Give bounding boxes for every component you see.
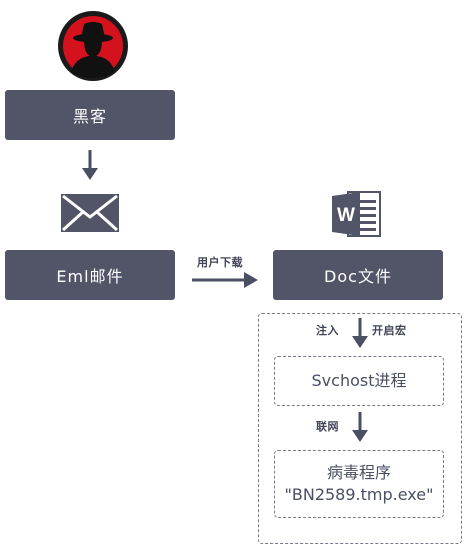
infection-container [258,313,462,544]
hacker-label: 黑客 [72,107,107,126]
doc-label: Doc文件 [324,267,392,286]
virus-node: 病毒程序 "BN2589.tmp.exe" [274,450,444,518]
eml-label: Eml邮件 [56,267,124,286]
connect-label: 联网 [316,420,339,433]
arrow-hacker-to-eml [80,150,100,182]
svg-text:W: W [337,205,355,226]
arrow-doc-to-svchost [350,318,370,350]
virus-label-line1: 病毒程序 [326,463,391,482]
eml-node: Eml邮件 [5,250,175,300]
svchost-label: Svchost进程 [311,371,407,390]
hacker-avatar-icon [57,10,129,82]
user-download-label: 用户下载 [197,256,243,269]
envelope-icon [60,193,120,233]
arrow-eml-to-doc [192,270,260,290]
virus-label-line2: "BN2589.tmp.exe" [284,485,434,504]
inject-label: 注入 [316,324,339,337]
svchost-node: Svchost进程 [274,356,444,406]
arrow-svchost-to-virus [350,412,370,444]
doc-node: Doc文件 [273,250,443,300]
word-document-icon: W [330,190,382,238]
enable-macro-label: 开启宏 [372,324,407,337]
hacker-node: 黑客 [5,90,175,140]
